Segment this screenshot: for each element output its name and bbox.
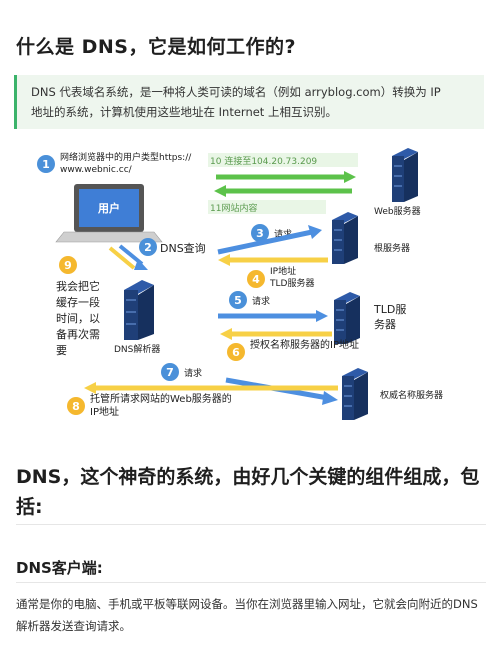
step6-circle bbox=[227, 343, 245, 361]
step4-circle bbox=[247, 270, 265, 288]
authoritative-server-icon bbox=[342, 368, 368, 420]
step5-text: 请求 bbox=[252, 295, 270, 307]
step4-number: 4 bbox=[252, 273, 260, 286]
section-divider bbox=[16, 524, 486, 525]
user-label: 用户 bbox=[98, 201, 120, 215]
intro-quote: DNS 代表域名系统，是一种将人类可读的域名（例如 arryblog.com）转… bbox=[14, 75, 484, 129]
step2-number: 2 bbox=[144, 241, 152, 254]
section-heading: DNS，这个神奇的系统，由好几个关键的组件组成，包括: bbox=[16, 466, 480, 518]
step10-text: 10 连接至104.20.73.209 bbox=[210, 155, 317, 167]
step8-arrowhead bbox=[84, 382, 96, 394]
tld-server-icon bbox=[334, 292, 360, 344]
step8-line-1: 托管所请求网站的Web服务器的 bbox=[90, 392, 232, 405]
step7-arrowhead bbox=[322, 391, 338, 405]
step6-number: 6 bbox=[232, 346, 240, 359]
step5-number: 5 bbox=[234, 294, 242, 307]
step6-text: 授权名称服务器的IP地址 bbox=[250, 338, 359, 351]
step4-arrowhead bbox=[218, 254, 230, 266]
subsection-heading: DNS客户端: bbox=[16, 559, 103, 577]
step6-arrowhead bbox=[220, 328, 232, 340]
step9-line-2: 缓存一段 bbox=[56, 295, 100, 309]
step11-text: 11网站内容 bbox=[210, 202, 257, 214]
laptop-icon bbox=[55, 184, 163, 243]
step9-line-1: 我会把它 bbox=[56, 279, 100, 293]
step1-circle bbox=[37, 155, 55, 173]
intro-line-2: 地址的系统，计算机使用这些地址在 Internet 上相互识别。 bbox=[31, 105, 337, 119]
step3-arrow bbox=[217, 229, 313, 255]
step3-arrowhead bbox=[308, 225, 322, 239]
step2-arrowhead bbox=[134, 259, 148, 270]
step1-number: 1 bbox=[42, 158, 50, 171]
step5-arrowhead bbox=[316, 310, 328, 322]
web-server-icon bbox=[392, 148, 418, 202]
web-server-label: Web服务器 bbox=[374, 205, 421, 217]
step5-circle bbox=[229, 291, 247, 309]
step8-line-2: IP地址 bbox=[90, 405, 119, 418]
dns-diagram: 1 网络浏览器中的用户类型https:// www.webnic.cc/ 用户 … bbox=[12, 140, 488, 430]
step1-line-1: 网络浏览器中的用户类型https:// bbox=[60, 151, 192, 163]
subsection-divider bbox=[16, 582, 486, 583]
step8-circle bbox=[67, 397, 85, 415]
step4-line-2: TLD服务器 bbox=[269, 277, 314, 289]
step11-band bbox=[208, 200, 326, 214]
step10-band bbox=[208, 153, 358, 167]
resolver-label: DNS解析器 bbox=[114, 343, 160, 355]
step1-line-2: www.webnic.cc/ bbox=[60, 165, 133, 175]
step2-yellow-arrow bbox=[108, 246, 136, 270]
step10-arrowhead bbox=[344, 171, 356, 183]
step7-text: 请求 bbox=[184, 367, 202, 379]
step11-arrowhead bbox=[214, 185, 226, 197]
step7-circle bbox=[161, 363, 179, 381]
step9-number: 9 bbox=[64, 259, 72, 272]
page-title: 什么是 DNS，它是如何工作的? bbox=[16, 36, 296, 58]
root-server-icon bbox=[332, 212, 358, 264]
intro-line-1: DNS 代表域名系统，是一种将人类可读的域名（例如 arryblog.com）转… bbox=[31, 85, 441, 99]
step8-number: 8 bbox=[72, 400, 80, 413]
step9-line-4: 备再次需 bbox=[56, 327, 100, 341]
step2-text: DNS查询 bbox=[160, 241, 206, 255]
step9-line-5: 要 bbox=[56, 344, 67, 357]
body-paragraph: 通常是你的电脑、手机或平板等联网设备。当你在浏览器里输入网址，它就会向附近的DN… bbox=[16, 597, 478, 633]
root-server-label: 根服务器 bbox=[374, 242, 410, 254]
tld-label-line-2: 务器 bbox=[374, 318, 396, 331]
step7-number: 7 bbox=[166, 366, 174, 379]
authoritative-server-label: 权威名称服务器 bbox=[380, 389, 443, 401]
step9-circle bbox=[59, 256, 77, 274]
step9-line-3: 时间，以 bbox=[56, 312, 100, 325]
step3-number: 3 bbox=[256, 227, 264, 240]
step4-line-1: IP地址 bbox=[270, 265, 296, 277]
tld-label-line-1: TLD服 bbox=[373, 303, 406, 316]
dns-resolver-icon bbox=[124, 280, 154, 340]
step3-circle bbox=[251, 224, 269, 242]
step2-circle bbox=[139, 238, 157, 256]
